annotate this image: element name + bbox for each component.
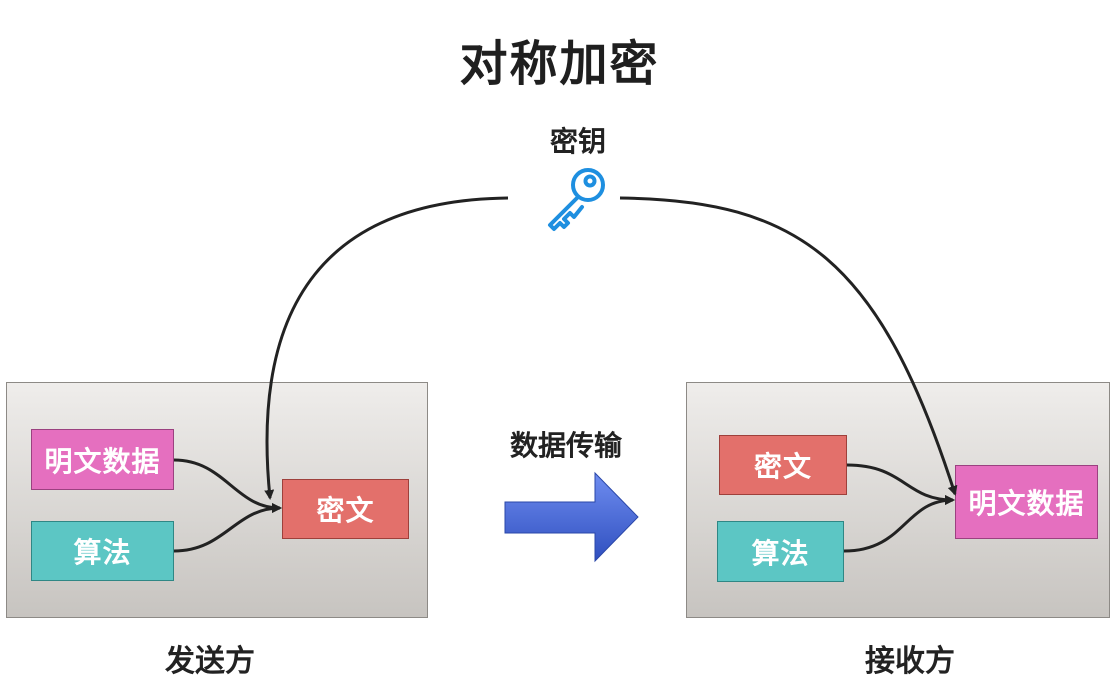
- key-label: 密钥: [549, 125, 606, 158]
- receiver-label: 接收方: [865, 644, 955, 679]
- sender-ciphertext-box: 密文: [282, 479, 409, 539]
- sender-algorithm-box: 算法: [31, 521, 174, 581]
- receiver-ciphertext-box: 密文: [719, 435, 847, 495]
- diagram-title: 对称加密: [459, 36, 660, 92]
- receiver-plaintext-box: 明文数据: [955, 465, 1098, 539]
- right-arrow-icon: [504, 471, 639, 563]
- sender-plaintext-box: 明文数据: [31, 429, 174, 490]
- transmission-label: 数据传输: [509, 429, 622, 462]
- key-icon: [548, 168, 605, 231]
- sender-label: 发送方: [165, 644, 255, 679]
- receiver-algorithm-box: 算法: [717, 521, 844, 582]
